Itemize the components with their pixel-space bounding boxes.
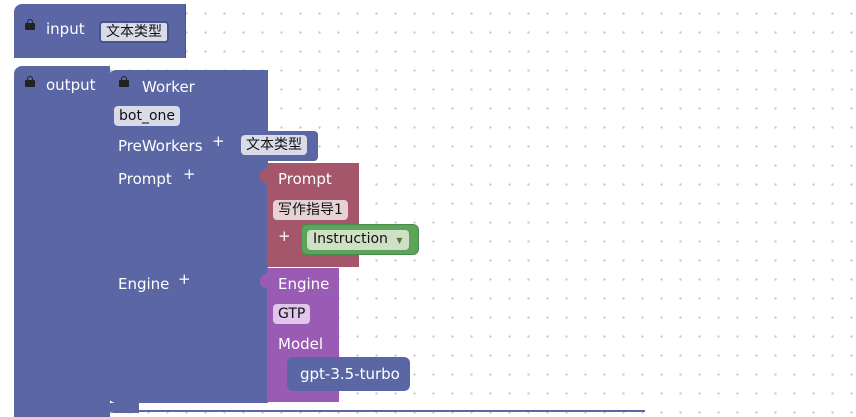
worker-block-bottom: [108, 403, 139, 413]
worker-name-field[interactable]: bot_one: [114, 106, 180, 126]
output-block[interactable]: output: [14, 66, 110, 417]
output-block-bottom-edge: [110, 410, 645, 412]
preworkers-type-value[interactable]: 文本类型: [241, 135, 307, 155]
instruction-dropdown[interactable]: Instruction ▼: [307, 230, 409, 250]
model-value[interactable]: gpt-3.5-turbo: [300, 365, 400, 383]
engine-title: Engine: [278, 275, 330, 293]
plus-icon[interactable]: +: [278, 227, 291, 245]
engine-input-label: Engine: [118, 275, 170, 293]
output-label: output: [46, 76, 96, 94]
prompt-connector: [260, 169, 268, 183]
preworkers-label: PreWorkers: [118, 137, 203, 155]
prompt-title: Prompt: [278, 170, 332, 188]
input-block[interactable]: input 文本类型: [14, 4, 186, 58]
plus-icon[interactable]: +: [183, 165, 196, 183]
instruction-block[interactable]: Instruction ▼: [301, 224, 419, 255]
worker-title: Worker: [142, 78, 195, 96]
prompt-name-field[interactable]: 写作指导1: [273, 200, 348, 220]
worker-block[interactable]: Worker bot_one PreWorkers + Prompt + Eng…: [108, 70, 268, 403]
input-label: input: [46, 20, 85, 38]
instruction-label: Instruction: [313, 231, 388, 247]
model-value-block[interactable]: gpt-3.5-turbo: [287, 357, 410, 391]
engine-connector: [260, 274, 268, 288]
plus-icon[interactable]: +: [212, 132, 225, 150]
input-type-value[interactable]: 文本类型: [99, 21, 169, 43]
plus-icon[interactable]: +: [178, 270, 191, 288]
preworkers-value-block[interactable]: 文本类型: [236, 131, 318, 161]
dropdown-arrow-icon[interactable]: ▼: [396, 236, 403, 245]
gear-icon[interactable]: [25, 76, 35, 87]
gear-icon[interactable]: [119, 76, 129, 87]
gear-icon[interactable]: [25, 19, 35, 30]
model-label: Model: [278, 335, 324, 353]
engine-name-field[interactable]: GTP: [273, 304, 311, 324]
prompt-input-label: Prompt: [118, 170, 172, 188]
